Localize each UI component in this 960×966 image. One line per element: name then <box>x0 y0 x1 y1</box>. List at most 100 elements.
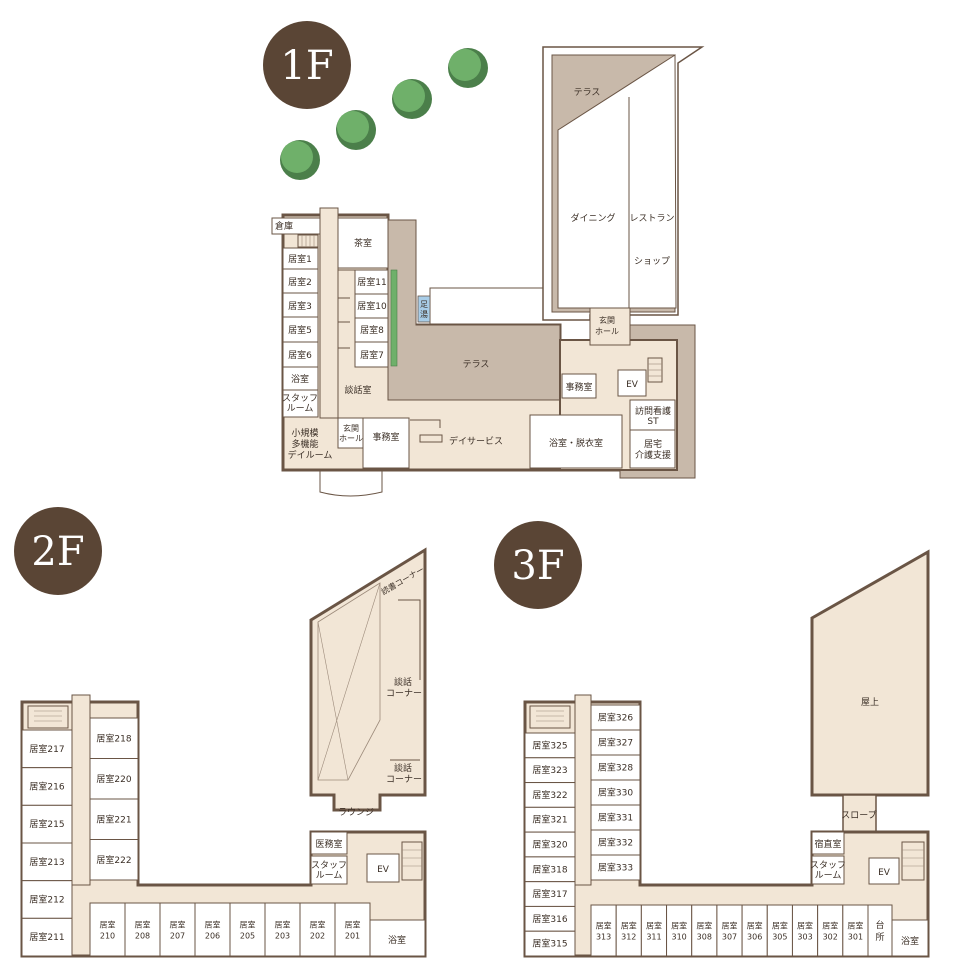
guest-room-number: 206 <box>205 932 220 941</box>
guest-room-label: 居室333 <box>598 862 633 874</box>
west-corridor-3f <box>574 694 592 886</box>
storage-label: 倉庫 <box>275 220 293 232</box>
kitchen-label-2: 所 <box>875 932 884 943</box>
ev-1f <box>617 369 647 397</box>
entrance-hall <box>589 307 631 346</box>
guest-room-label: 居室221 <box>96 813 131 825</box>
ev-2f-label: EV <box>377 865 390 875</box>
night-duty-label: 宿直室 <box>814 838 841 850</box>
void-cross-1 <box>317 621 349 781</box>
home-care-support <box>629 429 676 469</box>
guest-room <box>716 904 743 957</box>
guest-room <box>89 717 139 759</box>
terrace-top-label: テラス <box>574 87 601 98</box>
counter <box>419 434 443 443</box>
void-cross-2 <box>317 582 381 781</box>
guest-room <box>524 831 576 858</box>
room-5-label: 居室5 <box>288 324 312 336</box>
guest-room <box>89 839 139 881</box>
foot-bath-label-2: 湯 <box>420 309 428 319</box>
stairs-icon <box>27 705 69 729</box>
guest-room-label: 居室315 <box>532 938 567 950</box>
guest-room-label: 居室332 <box>598 837 633 849</box>
guest-room-number: 313 <box>596 933 611 942</box>
bath-3f-label: 浴室 <box>901 935 919 947</box>
guest-room-label: 居室 <box>345 920 361 930</box>
guest-room-label: 居室 <box>822 921 838 931</box>
guest-room <box>766 904 793 957</box>
home-care-label-2: 介護支援 <box>635 449 671 461</box>
visit-nursing-label-1: 訪問看護 <box>635 405 671 417</box>
guest-room-label: 居室 <box>671 921 687 931</box>
guest-room <box>524 732 576 759</box>
lounge-wing-2f <box>309 547 427 812</box>
lounge-label: 談話室 <box>344 384 371 396</box>
guest-room <box>524 905 576 932</box>
guest-room <box>590 754 641 781</box>
guest-room-label: 居室328 <box>598 762 633 774</box>
office-left-label: 事務室 <box>372 431 399 443</box>
guest-room-number: 207 <box>170 932 185 941</box>
guest-room <box>590 779 641 806</box>
guest-room-label: 居室 <box>310 920 326 930</box>
guest-room <box>590 904 617 957</box>
guest-room-label: 居室 <box>747 921 763 931</box>
guest-room-number: 302 <box>823 933 838 942</box>
ev-1f-label: EV <box>626 380 639 390</box>
guest-room-label: 居室 <box>646 921 662 931</box>
stairs-icon <box>297 234 319 248</box>
room-6-label: 居室6 <box>288 349 312 361</box>
tree-icon <box>448 48 488 88</box>
guest-room-number: 305 <box>772 933 787 942</box>
talk-corner-a-label-2: コーナー <box>386 688 422 699</box>
guest-room-label: 居室322 <box>532 789 567 801</box>
guest-room-label: 居室326 <box>598 712 633 724</box>
day-service-label: デイサービス <box>449 435 503 447</box>
reading-shelf <box>398 599 421 680</box>
floor-2f: 2F 読書コーナー 談話 コーナー 談話 コーナー ラウンジ 居室217居室21… <box>14 507 427 958</box>
guest-room-label: 居室318 <box>532 863 567 875</box>
guest-room <box>590 704 641 731</box>
guest-room-label: 居室 <box>847 921 863 931</box>
guest-room-number: 310 <box>671 933 686 942</box>
west-corridor-2f <box>71 694 91 886</box>
room-8-label: 居室8 <box>360 324 384 336</box>
kitchen <box>867 904 893 957</box>
restaurant-label: レストラン <box>629 213 674 224</box>
room-8 <box>354 317 389 343</box>
visit-nursing <box>629 399 676 431</box>
bath-2f <box>369 919 426 957</box>
office-left <box>362 417 410 469</box>
guest-room <box>615 904 642 957</box>
tree-icon <box>392 79 432 119</box>
guest-room-label: 居室217 <box>29 743 64 755</box>
counter-wall <box>410 419 441 428</box>
guest-room <box>691 904 718 957</box>
guest-room-number: 308 <box>697 933 712 942</box>
stairs-icon <box>529 705 571 729</box>
entrance-canopy <box>319 470 383 497</box>
guest-room-label: 居室316 <box>532 913 567 925</box>
guest-room-label: 居室 <box>621 921 637 931</box>
staff-room-2f-label-2: ルーム <box>316 870 343 881</box>
guest-room <box>741 904 768 957</box>
guest-room-label: 居室330 <box>598 787 633 799</box>
room-6 <box>282 341 319 368</box>
guest-room-number: 306 <box>747 933 762 942</box>
guest-room-label: 居室222 <box>96 854 131 866</box>
room-1-label: 居室1 <box>288 253 312 265</box>
guest-room-label: 居室 <box>596 921 612 931</box>
bath-dressing-room <box>529 414 623 469</box>
left-room-column-3f: 居室325居室323居室322居室321居室320居室318居室317居室316… <box>524 732 576 957</box>
guest-room <box>791 904 819 957</box>
guest-room-label: 居室 <box>275 920 291 930</box>
guest-room <box>590 829 641 856</box>
kitchen-label-1: 台 <box>875 919 884 931</box>
room-5 <box>282 316 319 343</box>
bath-2f-label: 浴室 <box>388 934 406 946</box>
room-7-label: 居室7 <box>360 349 384 361</box>
guest-room-label: 居室323 <box>532 764 567 776</box>
